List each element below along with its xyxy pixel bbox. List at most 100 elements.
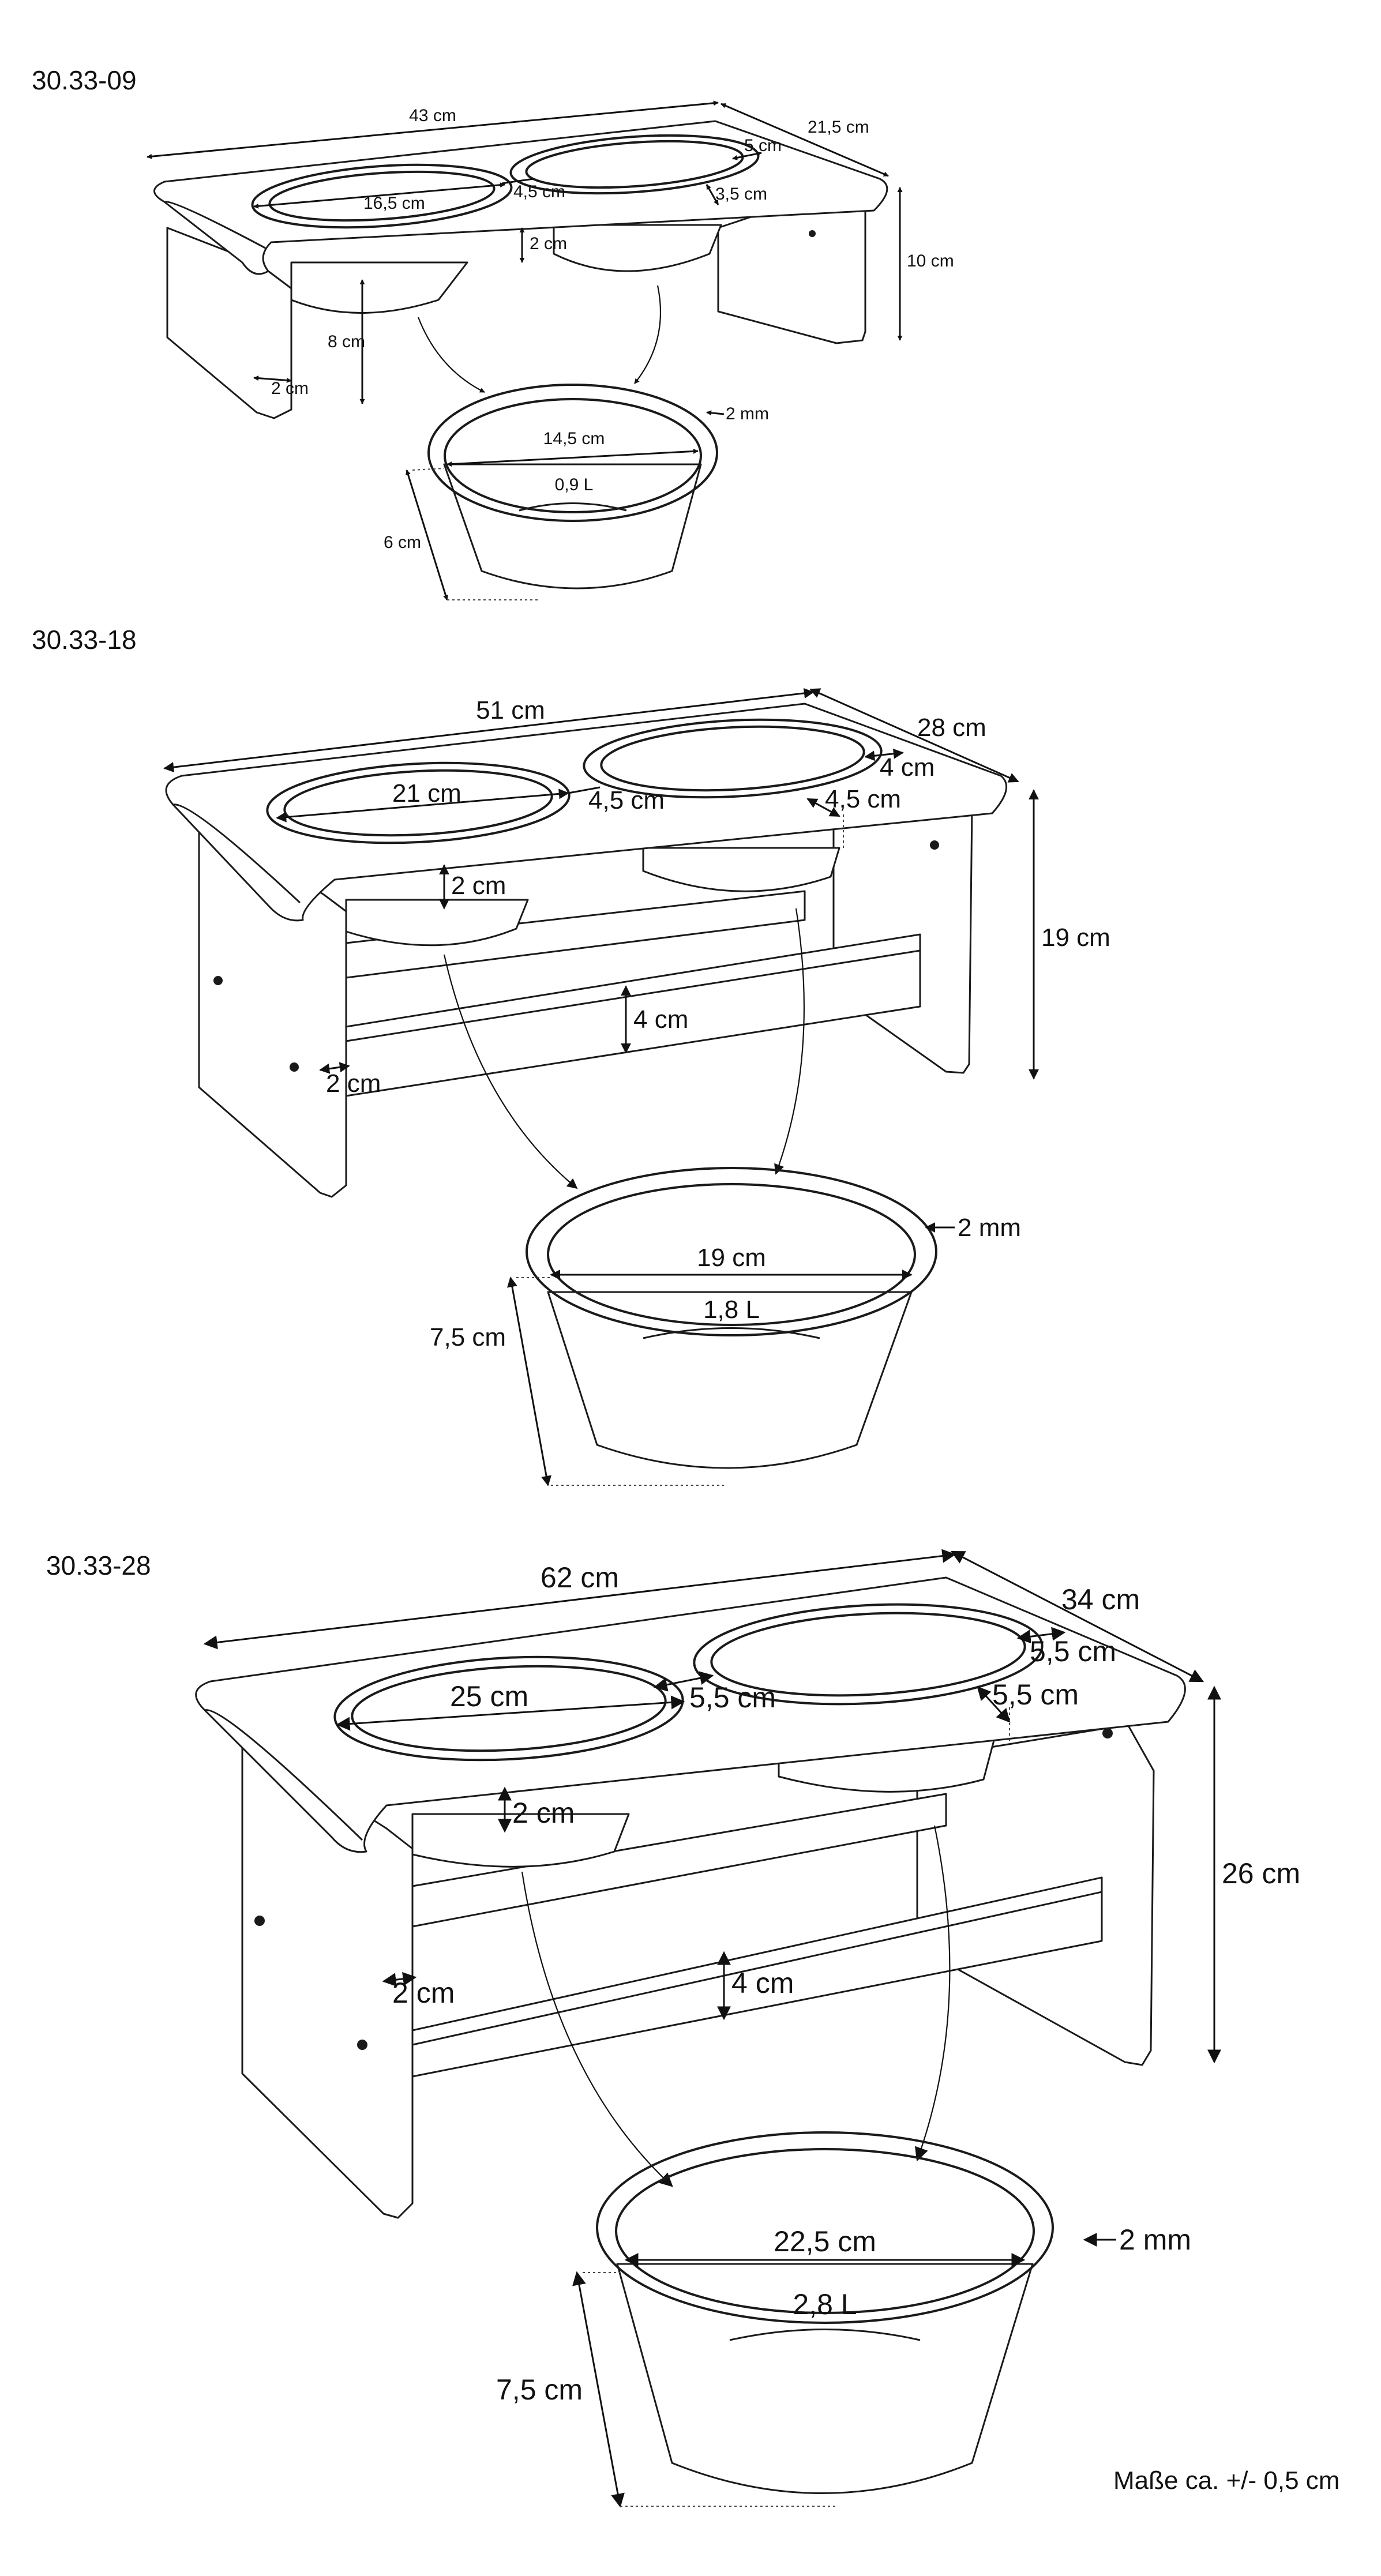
dim-leg-thickness-line: [382, 1972, 417, 1987]
bowl-height-label: 6 cm: [384, 533, 421, 552]
bowl-rim-outer: [526, 1167, 937, 1336]
dim-gap-line: [653, 1671, 714, 1692]
bowl-volume-label: 0,9 L: [555, 475, 594, 494]
bowl-rim-inner: [547, 1183, 916, 1326]
dim-depth-line: [950, 1550, 1204, 1683]
dim-leg-thickness-line: [253, 375, 292, 383]
bowl-body: [616, 2263, 1034, 2494]
screw-hole-left-bottom: [357, 2040, 367, 2050]
dim-gap-label: 5,5 cm: [689, 1681, 776, 1714]
stand-drawing: [195, 1576, 1186, 2219]
bowl-body: [443, 463, 702, 589]
dim-gap-line: [501, 178, 534, 185]
bowl-rim-label: 2 mm: [1119, 2224, 1191, 2256]
bowl-drawing: 14,5 cm 0,9 L 2 mm 6 cm: [384, 384, 769, 600]
bowl-height-label: 7,5 cm: [430, 1323, 506, 1351]
dim-bowl-diameter-line: [446, 448, 699, 467]
tabletop: [153, 120, 888, 275]
dim-depth-label: 28 cm: [917, 714, 986, 742]
bowl-rim-label: 2 mm: [958, 1214, 1021, 1242]
bowl-diameter-label: 14,5 cm: [543, 429, 605, 448]
front-rail-edge: [412, 1891, 1102, 2046]
bowl-bottom: [729, 2329, 921, 2341]
bowl-volume-label: 2,8 L: [793, 2288, 857, 2320]
product-code: 30.33-28: [46, 1550, 151, 1580]
bowl-height-guide-top: [412, 468, 445, 471]
screw-hole-left-top: [254, 1916, 265, 1926]
dim-rail-height-label: 4 cm: [633, 1005, 688, 1034]
bowl-arrow-right: [914, 1825, 951, 2162]
dim-opening-line: [253, 182, 505, 209]
bowl-body: [547, 1291, 913, 1469]
dim-leg-thickness-label: 2 cm: [392, 1977, 455, 2009]
bowl-arrow-left: [417, 317, 485, 393]
dim-leg-thickness-label: 2 cm: [326, 1069, 381, 1098]
dim-gap-line: [568, 786, 601, 794]
dim-length-line: [163, 688, 815, 773]
product-30-33-09: 30.33-09 43 cm 21,5 cm 16,5 cm 4,5 cm 5 …: [32, 65, 954, 600]
dim-top-thickness-label: 2 cm: [451, 872, 506, 900]
dim-bowl-height-line: [507, 1276, 551, 1486]
dim-gap-label: 4,5 cm: [513, 182, 565, 201]
dim-edge-side-line: [806, 798, 840, 817]
tabletop-edge: [172, 803, 301, 904]
screw-hole-left-top: [213, 976, 223, 985]
dim-length-line: [203, 1549, 956, 1650]
bowl-opening-left-outer: [251, 163, 513, 229]
left-leg: [241, 1735, 414, 2219]
dim-edge-back-label: 5 cm: [744, 136, 782, 155]
dim-height-label: 26 cm: [1222, 1857, 1300, 1890]
dim-opening-label: 21 cm: [392, 779, 461, 808]
dim-bowl-height-line: [406, 470, 448, 600]
tabletop-edge: [164, 201, 266, 249]
bowl-height-label: 7,5 cm: [496, 2374, 583, 2406]
dim-edge-back-line: [732, 151, 762, 160]
bowl-arrow-right: [634, 285, 661, 384]
screw-hole: [930, 840, 939, 850]
dim-edge-side-line: [705, 184, 719, 205]
dim-edge-back-label: 5,5 cm: [1030, 1635, 1116, 1668]
tabletop-edge: [204, 1709, 363, 1841]
dim-opening-label: 16,5 cm: [363, 194, 425, 213]
dim-depth-line: [809, 688, 1019, 783]
dim-leg-clearance-label: 8 cm: [328, 332, 365, 351]
bowl-underside-right: [553, 224, 722, 272]
bowl-underside-left: [411, 1813, 630, 1868]
bowl-diameter-label: 22,5 cm: [774, 2225, 876, 2258]
screw-hole: [1102, 1728, 1113, 1738]
bowl-drawing: 22,5 cm 2,8 L 2 mm 7,5 cm: [496, 2131, 1191, 2508]
bowl-underside-right: [642, 847, 840, 892]
dim-edge-side-label: 4,5 cm: [825, 785, 901, 813]
dim-length-line: [147, 100, 719, 159]
dim-height-label: 10 cm: [907, 251, 954, 271]
dim-depth-label: 34 cm: [1061, 1583, 1140, 1616]
product-30-33-28: 30.33-28 62 cm 34 cm 25 cm 5,5 cm: [46, 1549, 1300, 2508]
bowl-underside-left: [290, 261, 468, 314]
dim-length-label: 43 cm: [409, 106, 456, 125]
bowl-rim-inner: [615, 2148, 1035, 2314]
bowl-bottom: [643, 1327, 820, 1339]
dim-opening-label: 25 cm: [450, 1680, 528, 1713]
dim-edge-back-line: [864, 748, 904, 761]
bowl-arrow-left: [521, 1871, 673, 2187]
dim-top-thickness-label: 2 cm: [530, 234, 567, 253]
dim-depth-label: 21,5 cm: [808, 118, 869, 137]
dim-length-label: 51 cm: [476, 696, 545, 724]
bowl-arrow-right: [774, 908, 805, 1175]
dim-bowl-height-line: [572, 2271, 625, 2508]
dim-gap-label: 4,5 cm: [588, 786, 665, 814]
bowl-rim-outer: [427, 384, 718, 522]
left-leg: [198, 824, 347, 1198]
bowl-bottom: [519, 502, 627, 512]
product-code: 30.33-18: [32, 625, 137, 655]
bowl-arrow-left: [443, 954, 578, 1189]
screw-hole: [809, 230, 816, 237]
bowl-underside-left: [345, 899, 529, 947]
dim-edge-side-label: 3,5 cm: [715, 185, 767, 204]
stand-drawing: [153, 120, 888, 419]
dim-edge-back-line: [1016, 1627, 1066, 1644]
bowl-diameter-label: 19 cm: [697, 1244, 766, 1272]
dim-edge-side-label: 5,5 cm: [992, 1678, 1079, 1711]
tolerance-footnote: Maße ca. +/- 0,5 cm: [1113, 2466, 1339, 2495]
